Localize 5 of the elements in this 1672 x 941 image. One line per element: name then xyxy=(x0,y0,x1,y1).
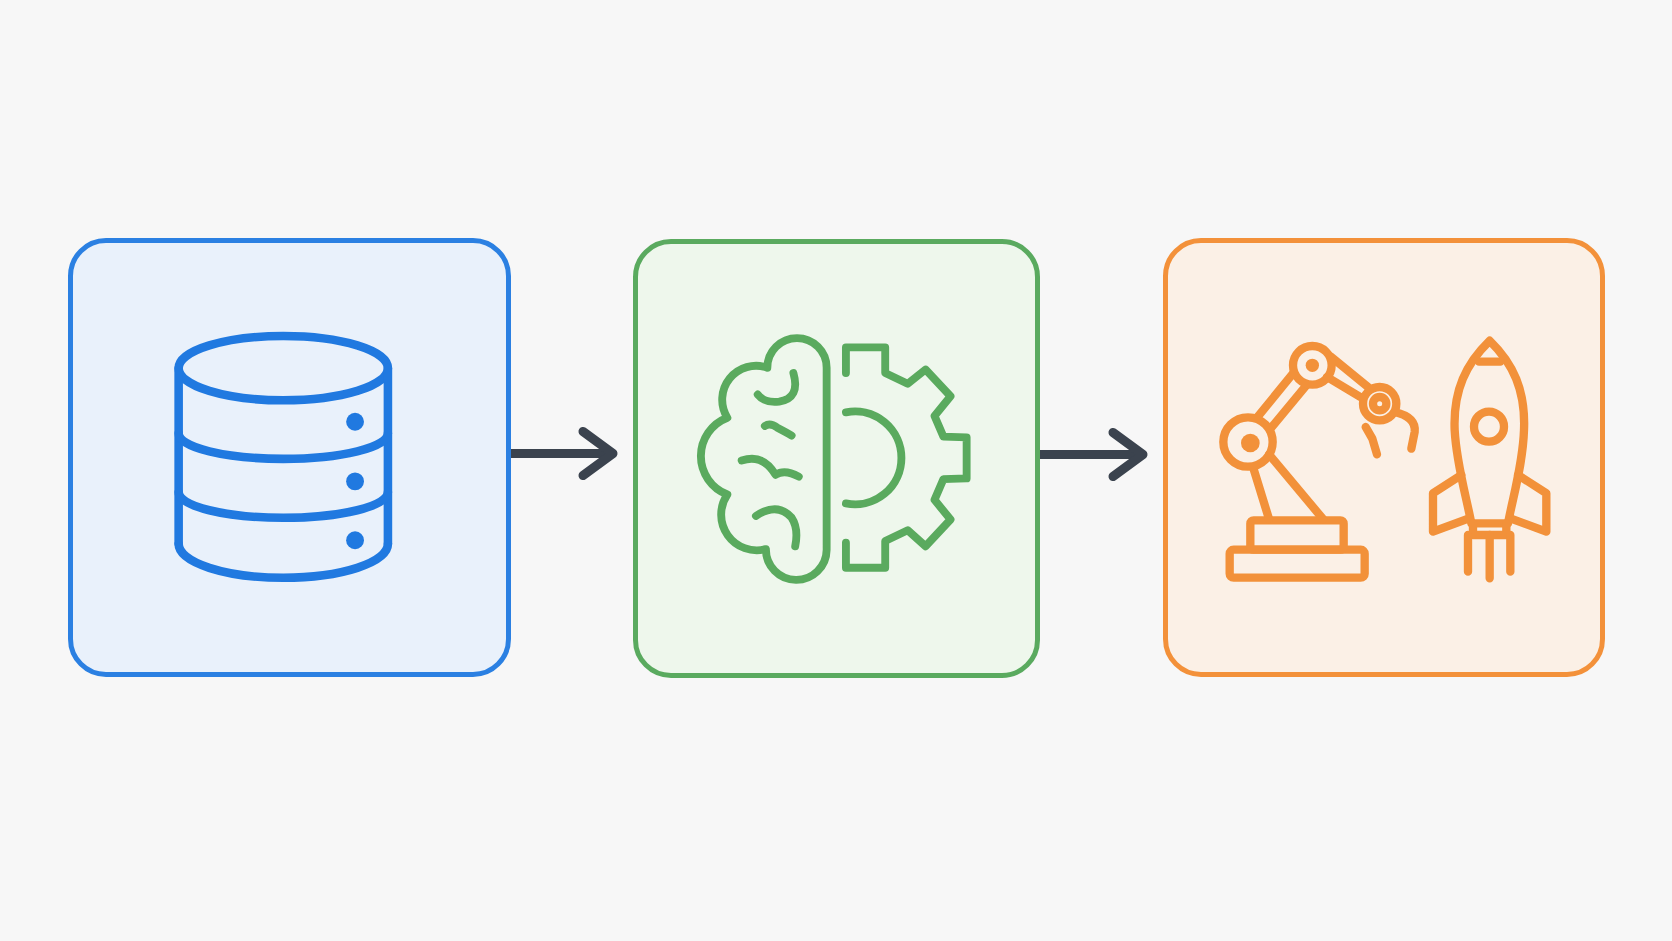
stage-card xyxy=(68,238,511,677)
arrow xyxy=(511,427,618,480)
stage-card xyxy=(1163,238,1605,677)
arrow xyxy=(1040,428,1148,481)
stage-card xyxy=(633,239,1040,678)
